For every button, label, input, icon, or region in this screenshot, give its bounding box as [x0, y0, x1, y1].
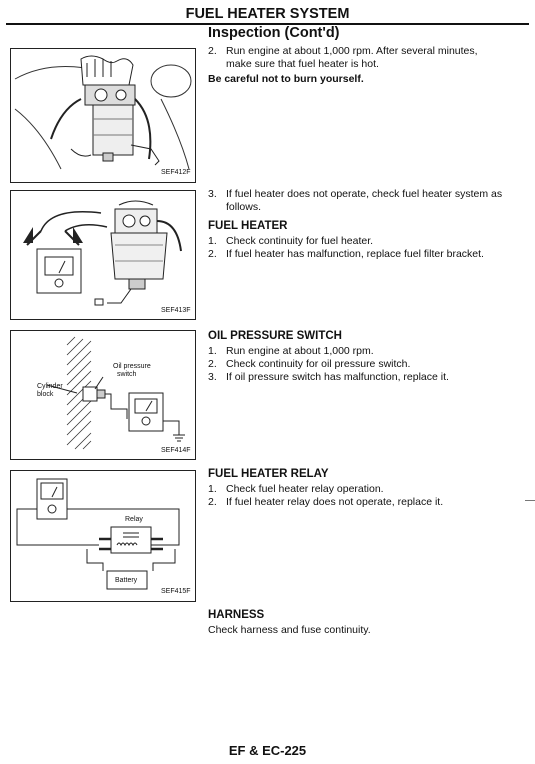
figure-code: SEF415F: [161, 588, 191, 595]
item-number: 1.: [208, 345, 217, 357]
cylinder-label-line1: Cylinder: [37, 383, 63, 390]
harness-text: Check harness and fuse continuity.: [208, 624, 371, 636]
oil-switch-label: Oil pressure switch: [113, 363, 151, 379]
page-number: EF & EC-225: [228, 743, 307, 758]
step-2-text-line1: Run engine at about 1,000 rpm. After sev…: [226, 45, 478, 57]
step-3-text-line1: If fuel heater does not operate, check f…: [226, 188, 503, 200]
step-3-block: 3. If fuel heater does not operate, check…: [208, 188, 526, 214]
cylinder-block-label: Cylinder block: [37, 383, 63, 399]
oil-switch-heading: OIL PRESSURE SWITCH: [208, 330, 342, 342]
item-text: Check continuity for fuel heater.: [226, 235, 374, 247]
oil-pressure-switch-section: OIL PRESSURE SWITCH 1. Run engine at abou…: [208, 330, 526, 384]
oil-switch-item-1: 1. Run engine at about 1,000 rpm.: [208, 345, 526, 358]
fuel-filter-hand-illustration: [14, 55, 192, 170]
burn-warning: Be careful not to burn yourself.: [208, 73, 364, 85]
item-text: Check fuel heater relay operation.: [226, 483, 384, 495]
item-number: 2.: [208, 248, 217, 260]
battery-label: Battery: [115, 577, 138, 584]
oil-switch-label-line1: Oil pressure: [113, 363, 151, 370]
figure-fuel-heater-check: SEF412F: [10, 48, 196, 183]
item-text: Check continuity for oil pressure switch…: [226, 358, 411, 370]
relay-heading: FUEL HEATER RELAY: [208, 468, 329, 480]
harness-section: HARNESS Check harness and fuse continuit…: [208, 609, 526, 637]
relay-label: Relay: [125, 516, 143, 523]
header-rule: [6, 23, 529, 25]
figure-fuel-heater-relay: Relay Battery SEF415F: [10, 470, 196, 602]
section-subtitle: Inspection (Cont'd): [208, 25, 340, 41]
oil-pressure-switch-illustration: [46, 336, 185, 450]
fuel-heater-heading: FUEL HEATER: [208, 220, 288, 232]
item-text: If oil pressure switch has malfunction, …: [226, 371, 449, 383]
relay-item-2: 2. If fuel heater relay does not operate,…: [208, 496, 526, 509]
item-text: Run engine at about 1,000 rpm.: [226, 345, 374, 357]
step-3-number: 3.: [208, 188, 217, 200]
margin-mark: [525, 500, 535, 501]
relay-item-1: 1. Check fuel heater relay operation.: [208, 483, 526, 496]
oil-switch-label-line2: switch: [117, 371, 137, 378]
item-text: If fuel heater relay does not operate, r…: [226, 496, 444, 508]
fuel-heater-section: FUEL HEATER 1. Check continuity for fuel …: [208, 220, 526, 261]
page-title: FUEL HEATER SYSTEM: [185, 6, 350, 22]
item-number: 2.: [208, 358, 217, 370]
fuel-heater-item-1: 1. Check continuity for fuel heater.: [208, 235, 526, 248]
item-number: 1.: [208, 483, 217, 495]
step-2-number: 2.: [208, 45, 217, 57]
step-3-item: 3. If fuel heater does not operate, check…: [208, 188, 526, 201]
step-2-block: 2. Run engine at about 1,000 rpm. After s…: [208, 45, 526, 86]
fuel-heater-meter-illustration: [23, 200, 182, 306]
step-2-text-line2: make sure that fuel heater is hot.: [226, 58, 379, 70]
oil-switch-item-2: 2. Check continuity for oil pressure swit…: [208, 358, 526, 371]
figure-fuel-heater-continuity: SEF413F: [10, 190, 196, 320]
figure-code: SEF412F: [161, 169, 191, 176]
figure-oil-pressure-switch: Oil pressure switch Cylinder block SEF41…: [10, 330, 196, 460]
figure-code: SEF413F: [161, 307, 191, 314]
item-number: 3.: [208, 371, 217, 383]
item-number: 1.: [208, 235, 217, 247]
oil-switch-item-3: 3. If oil pressure switch has malfunction…: [208, 371, 526, 384]
relay-circuit-diagram: [16, 478, 180, 590]
fuel-heater-relay-section: FUEL HEATER RELAY 1. Check fuel heater re…: [208, 468, 526, 509]
cylinder-label-line2: block: [37, 391, 54, 398]
item-text: If fuel heater has malfunction, replace …: [226, 248, 484, 260]
harness-heading: HARNESS: [208, 609, 265, 621]
step-2-item: 2. Run engine at about 1,000 rpm. After s…: [208, 45, 526, 58]
figure-code: SEF414F: [161, 447, 191, 454]
fuel-heater-item-2: 2. If fuel heater has malfunction, replac…: [208, 248, 526, 261]
step-3-text-line2: follows.: [226, 201, 262, 213]
item-number: 2.: [208, 496, 217, 508]
